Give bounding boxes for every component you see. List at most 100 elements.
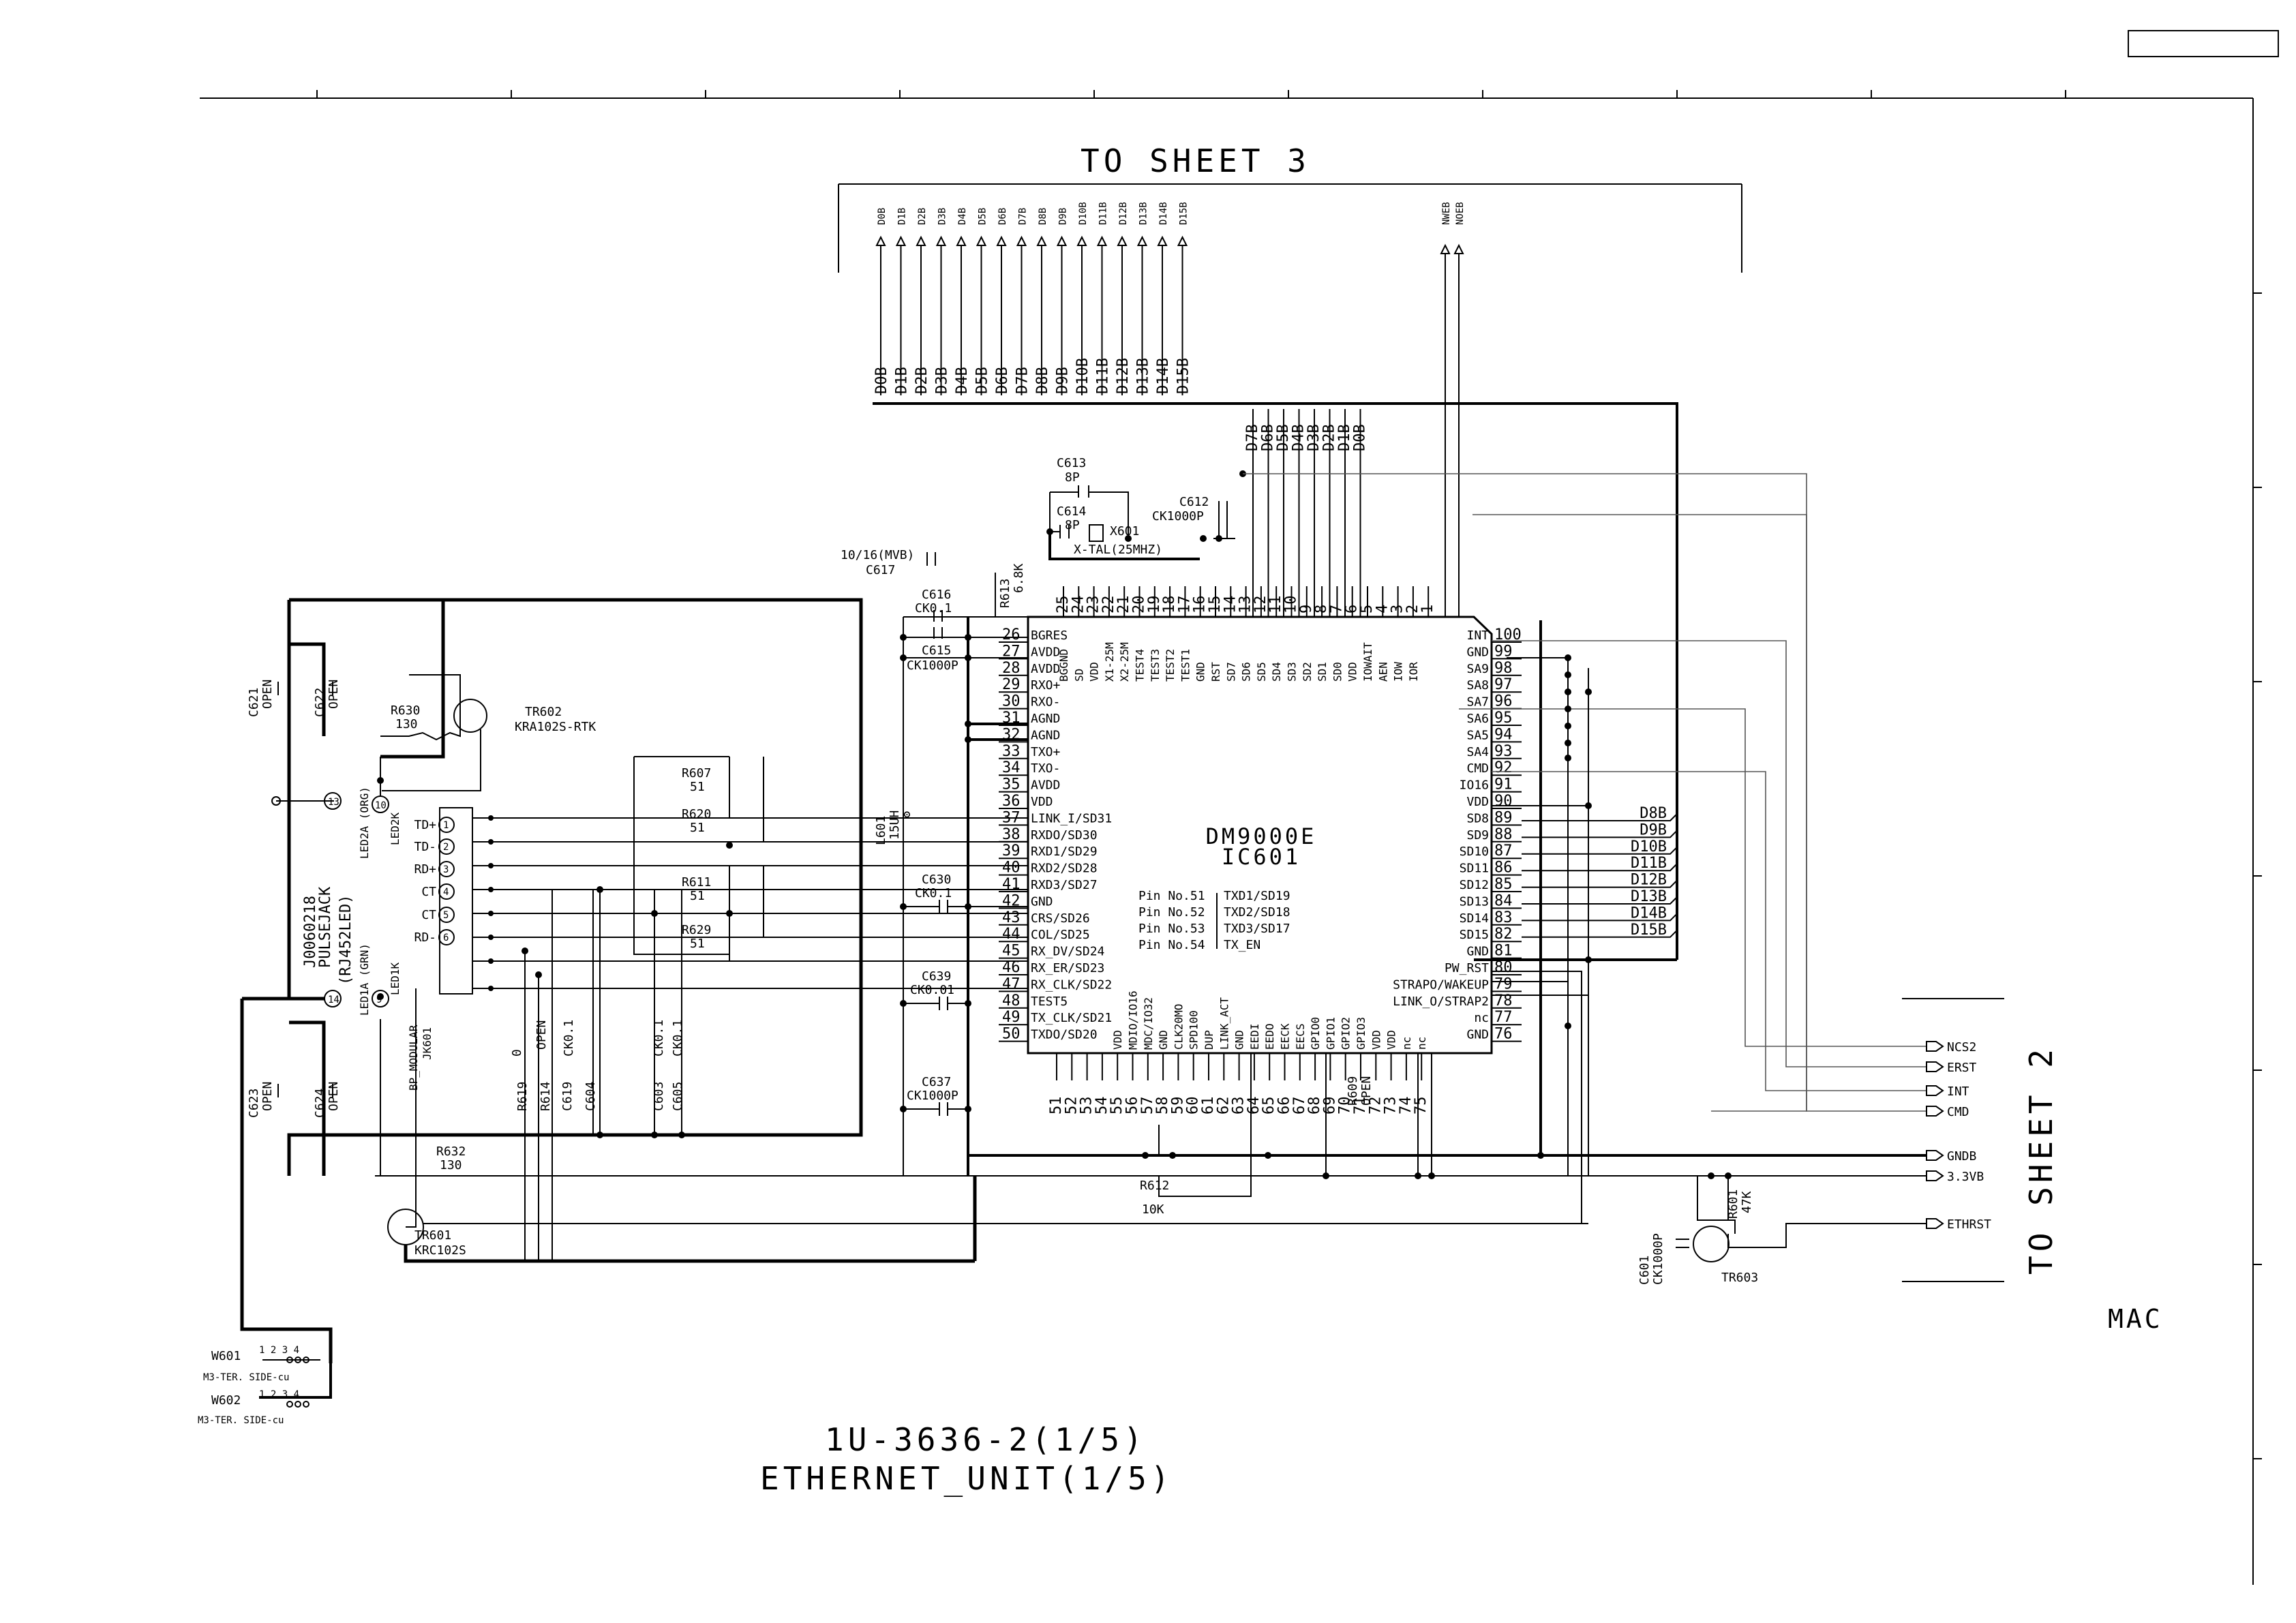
r612-ref: R612 bbox=[1140, 1179, 1169, 1193]
right-bus-line bbox=[1522, 813, 1678, 821]
ic-bottom-pin-number: 51 bbox=[1048, 1097, 1065, 1115]
r609-ref: R609 bbox=[1346, 1076, 1360, 1106]
ic-left-pin-number: 43 bbox=[1002, 909, 1021, 926]
ic-right-pin-number: 90 bbox=[1494, 793, 1513, 810]
ic-note-pin: Pin No.54 bbox=[1138, 938, 1205, 952]
bus-arrow-10 bbox=[1076, 235, 1087, 246]
ic-bottom-pin-number: 66 bbox=[1276, 1097, 1293, 1115]
bus-top-label: D12B bbox=[1118, 202, 1129, 225]
ic-bottom-pin-label: MDC/IO32 bbox=[1142, 997, 1155, 1050]
ic-top-pin-label: SD7 bbox=[1224, 662, 1237, 682]
ic-top-pin-label: RST bbox=[1209, 662, 1222, 682]
ic-bottom-pin-label: EECK bbox=[1279, 1023, 1292, 1050]
c623-ref: C623 bbox=[247, 1089, 261, 1118]
r619-val: 0 bbox=[510, 1049, 524, 1057]
ic-right-pin-number: 91 bbox=[1494, 776, 1513, 793]
jack-module: BP_MODULAR bbox=[407, 1025, 420, 1091]
jack-pin-number: 1 bbox=[443, 820, 449, 831]
bus-top-label: D6B bbox=[997, 208, 1008, 225]
sheet2-signal-label: 3.3VB bbox=[1947, 1170, 1984, 1184]
ic-left-pin-label: VDD bbox=[1031, 795, 1053, 809]
c622-ref: C622 bbox=[313, 688, 327, 717]
ic-top-pin-label: SD5 bbox=[1255, 662, 1268, 682]
ic-bottom-pin-label: GPIO3 bbox=[1355, 1017, 1368, 1050]
ic-right-pin-number: 85 bbox=[1494, 876, 1513, 893]
ic-left-pin-label: RXD2/SD28 bbox=[1031, 862, 1098, 876]
ic-bottom-pin-number: 71 bbox=[1352, 1097, 1369, 1115]
ic-bottom-pin-label: nc bbox=[1400, 1037, 1413, 1050]
ic-right-pin-label: SA9 bbox=[1466, 662, 1489, 676]
ic-bottom-pin-label: GPIO0 bbox=[1309, 1017, 1322, 1050]
ic-bottom-pin-label: VDD bbox=[1385, 1030, 1398, 1050]
ic-left-pin-number: 26 bbox=[1002, 626, 1021, 643]
ic-bottom-pin-number: 64 bbox=[1245, 1097, 1263, 1115]
ic-bottom-pin-label: SPD100 bbox=[1188, 1010, 1200, 1050]
crystal-area: C613 8P C614 8P X601 X-TAL(25MHZ) C612 C… bbox=[1046, 456, 1807, 1112]
bus-vertical-label: D11B bbox=[1095, 358, 1112, 394]
ic-left-pin-label: GND bbox=[1031, 894, 1053, 909]
bus-arrow-14 bbox=[1157, 235, 1168, 246]
jack-pin13: 13 bbox=[328, 797, 339, 808]
bus-top-label: D10B bbox=[1078, 202, 1089, 225]
ic-right-pin-number: 87 bbox=[1494, 843, 1513, 860]
r607-ref: R607 bbox=[682, 766, 711, 780]
right-bus-label: D14B bbox=[1631, 905, 1667, 922]
ic-top-pin-label: SD6 bbox=[1240, 662, 1253, 682]
c617-val: 10/16(MVB) bbox=[841, 548, 914, 562]
bus-vertical-label: D9B bbox=[1055, 367, 1072, 394]
ic-left-pin-label: TXDO/SD20 bbox=[1031, 1028, 1098, 1042]
ic-right-pin-label: LINK_O/STRAP2 bbox=[1393, 995, 1489, 1009]
ic-left-pin-number: 38 bbox=[1002, 826, 1021, 843]
ic-top-pin-label: AEN bbox=[1376, 662, 1389, 682]
ic-bottom-pin-label: VDD bbox=[1111, 1030, 1124, 1050]
right-bus-line bbox=[1522, 863, 1678, 872]
ic-bottom-pin-number: 59 bbox=[1169, 1097, 1186, 1115]
bus-arrow-1 bbox=[895, 235, 907, 246]
l601-val: 15UH bbox=[888, 810, 902, 840]
bus-top-label: D14B bbox=[1158, 202, 1169, 225]
ic-right-pin-label: PW_RST bbox=[1445, 961, 1489, 975]
unit-code: 1U-3636-2(1/5) bbox=[825, 1421, 1147, 1458]
ic-bottom-pin-label: GND bbox=[1233, 1030, 1246, 1050]
tr603-reset-circuit: TR603 R601 47K C601 CK1000P bbox=[1637, 1172, 1927, 1285]
ctrl-arrow-0 bbox=[1440, 243, 1451, 254]
jack-pin-label: TD+ bbox=[414, 818, 436, 832]
ic-top-pin-label: VDD bbox=[1088, 662, 1101, 682]
bus-vertical-label: D10B bbox=[1074, 358, 1091, 394]
r619-ref: R619 bbox=[515, 1082, 530, 1111]
ic-bottom-pin-number: 67 bbox=[1291, 1097, 1308, 1115]
ic-left-pin-label: RXDO/SD30 bbox=[1031, 828, 1098, 843]
bus-top-label: D2B bbox=[917, 208, 928, 225]
jack-pin10: 10 bbox=[375, 800, 387, 811]
ic-right-pin-label: SA8 bbox=[1466, 678, 1489, 693]
ic-top-pin-label: IOR bbox=[1407, 662, 1420, 682]
ic-left-pin-number: 40 bbox=[1002, 860, 1021, 877]
ic-bottom-pin-number: 62 bbox=[1215, 1097, 1232, 1115]
sheet2-arrow bbox=[1926, 1170, 1944, 1181]
ic-right-pin-number: 92 bbox=[1494, 759, 1513, 776]
r612-val: 10K bbox=[1142, 1202, 1164, 1217]
r613-ref: R613 bbox=[998, 579, 1012, 608]
bus-arrow-0 bbox=[875, 235, 886, 246]
c639-val: CK0.01 bbox=[910, 983, 954, 997]
right-bus-line bbox=[1522, 847, 1678, 855]
c624-val: OPEN bbox=[327, 1082, 341, 1111]
c630-val: CK0.1 bbox=[915, 886, 952, 900]
c612-val: CK1000P bbox=[1152, 509, 1204, 524]
ic-note-pin: Pin No.51 bbox=[1138, 889, 1205, 903]
jack-part: J0060218 bbox=[302, 896, 319, 968]
ic-top-pin-label: SD3 bbox=[1286, 662, 1299, 682]
jack-pin-number: 2 bbox=[443, 842, 449, 853]
ic-bottom-pin-label: GPIO2 bbox=[1340, 1017, 1353, 1050]
right-bus-label: D15B bbox=[1631, 922, 1667, 939]
ic-left-pin-label: RX_ER/SD23 bbox=[1031, 961, 1104, 975]
l601-coil: ʘ bbox=[903, 807, 911, 821]
ic-left-pin-label: RXO- bbox=[1031, 695, 1060, 710]
ic-left-pin-label: COL/SD25 bbox=[1031, 928, 1090, 942]
bus-vertical-label: D1B bbox=[894, 367, 911, 394]
ic-right-pin-number: 77 bbox=[1494, 1009, 1513, 1026]
wire-connectors: W601 1 2 3 4 M3-TER. SIDE-cu W602 1 2 3 … bbox=[198, 1345, 332, 1426]
bus-arrow-5 bbox=[976, 235, 987, 246]
